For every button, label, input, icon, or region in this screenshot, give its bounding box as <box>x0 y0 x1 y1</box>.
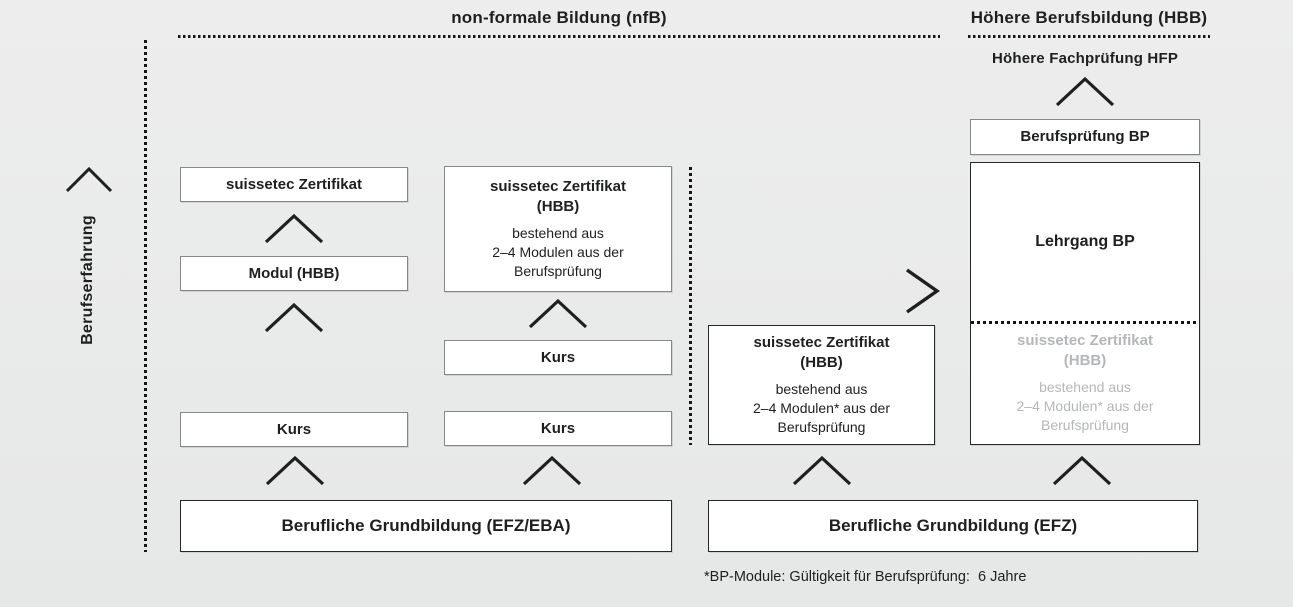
header-non-formale-bildung: non-formale Bildung (nfB) <box>451 8 667 27</box>
chevron-up-icon <box>64 166 114 194</box>
box-label: Lehrgang BP <box>1035 233 1135 250</box>
box-body-line: Berufsprüfung <box>1041 417 1129 433</box>
vertical-dotted-line-left <box>144 40 147 552</box>
box-body-line: Berufsprüfung <box>777 419 866 435</box>
box-body-line: 2–4 Modulen* aus der <box>1016 398 1154 414</box>
box-berufliche-grundbildung-efz-eba: Berufliche Grundbildung (EFZ/EBA) <box>180 500 672 552</box>
box-title: suissetec Zertifikat <box>1017 332 1153 349</box>
header-hoehere-berufsbildung: Höhere Berufsbildung (HBB) <box>970 8 1208 27</box>
box-body-line: Berufsprüfung <box>514 263 602 279</box>
chevron-right-icon <box>903 266 943 316</box>
box-label: Berufsprüfung BP <box>1020 128 1150 145</box>
box-modul-hbb: Modul (HBB) <box>180 256 408 291</box>
box-label: Kurs <box>540 419 576 437</box>
box-body-line: bestehend aus <box>512 225 604 241</box>
box-kurs-col1: Kurs <box>180 412 408 447</box>
box-label: Kurs <box>276 420 312 438</box>
chevron-up-icon <box>1051 455 1113 487</box>
box-label: Kurs <box>540 348 576 366</box>
dotted-line-hbb <box>968 35 1210 38</box>
chevron-up-icon <box>521 455 583 487</box>
chevron-up-icon <box>263 213 325 245</box>
box-label: Berufliche Grundbildung (EFZ) <box>828 516 1078 535</box>
lehrgang-zertifikat-section: suissetec Zertifikat (HBB) bestehend aus… <box>971 324 1199 435</box>
hoehere-fachpruefung-label: Höhere Fachprüfung HFP <box>991 50 1179 67</box>
berufserfahrung-axis-label: Berufserfahrung <box>79 215 96 345</box>
box-berufliche-grundbildung-efz: Berufliche Grundbildung (EFZ) <box>708 500 1198 552</box>
box-berufspruefung-bp: Berufsprüfung BP <box>970 119 1200 155</box>
box-label: suissetec Zertifikat <box>226 175 362 193</box>
box-subtitle: (HBB) <box>800 354 843 371</box>
box-suissetec-zertifikat-hbb-middle: suissetec Zertifikat (HBB) bestehend aus… <box>708 325 935 445</box>
box-subtitle: (HBB) <box>536 198 580 215</box>
footnote-bp-module: *BP-Module: Gültigkeit für Berufsprüfung… <box>704 569 1027 585</box>
box-subtitle: (HBB) <box>1063 352 1107 369</box>
box-kurs-col2-upper: Kurs <box>444 340 672 375</box>
box-body-line: 2–4 Modulen* aus der <box>753 400 890 416</box>
box-kurs-col2-lower: Kurs <box>444 411 672 446</box>
box-body-line: bestehend aus <box>1039 379 1131 395</box>
box-lehrgang-bp: Lehrgang BP suissetec Zertifikat (HBB) b… <box>970 162 1200 445</box>
box-label: Berufliche Grundbildung (EFZ/EBA) <box>281 516 571 535</box>
box-suissetec-zertifikat-hbb-col2: suissetec Zertifikat (HBB) bestehend aus… <box>444 166 672 292</box>
chevron-up-icon <box>527 298 589 330</box>
dotted-line-nfb <box>178 35 940 38</box>
lehrgang-section: Lehrgang BP <box>971 163 1199 321</box>
box-title: suissetec Zertifikat <box>753 334 890 351</box>
box-suissetec-zertifikat: suissetec Zertifikat <box>180 167 408 202</box>
vertical-dotted-line-middle <box>689 167 692 445</box>
chevron-up-icon <box>791 455 853 487</box>
dotted-divider <box>971 321 1199 324</box>
box-label: Modul (HBB) <box>248 264 340 282</box>
box-title: suissetec Zertifikat <box>490 178 626 195</box>
box-body-line: bestehend aus <box>775 381 868 397</box>
chevron-up-icon <box>264 455 326 487</box>
box-body-line: 2–4 Modulen aus der <box>492 244 624 260</box>
chevron-up-icon <box>1054 76 1116 108</box>
chevron-up-icon <box>263 302 325 334</box>
